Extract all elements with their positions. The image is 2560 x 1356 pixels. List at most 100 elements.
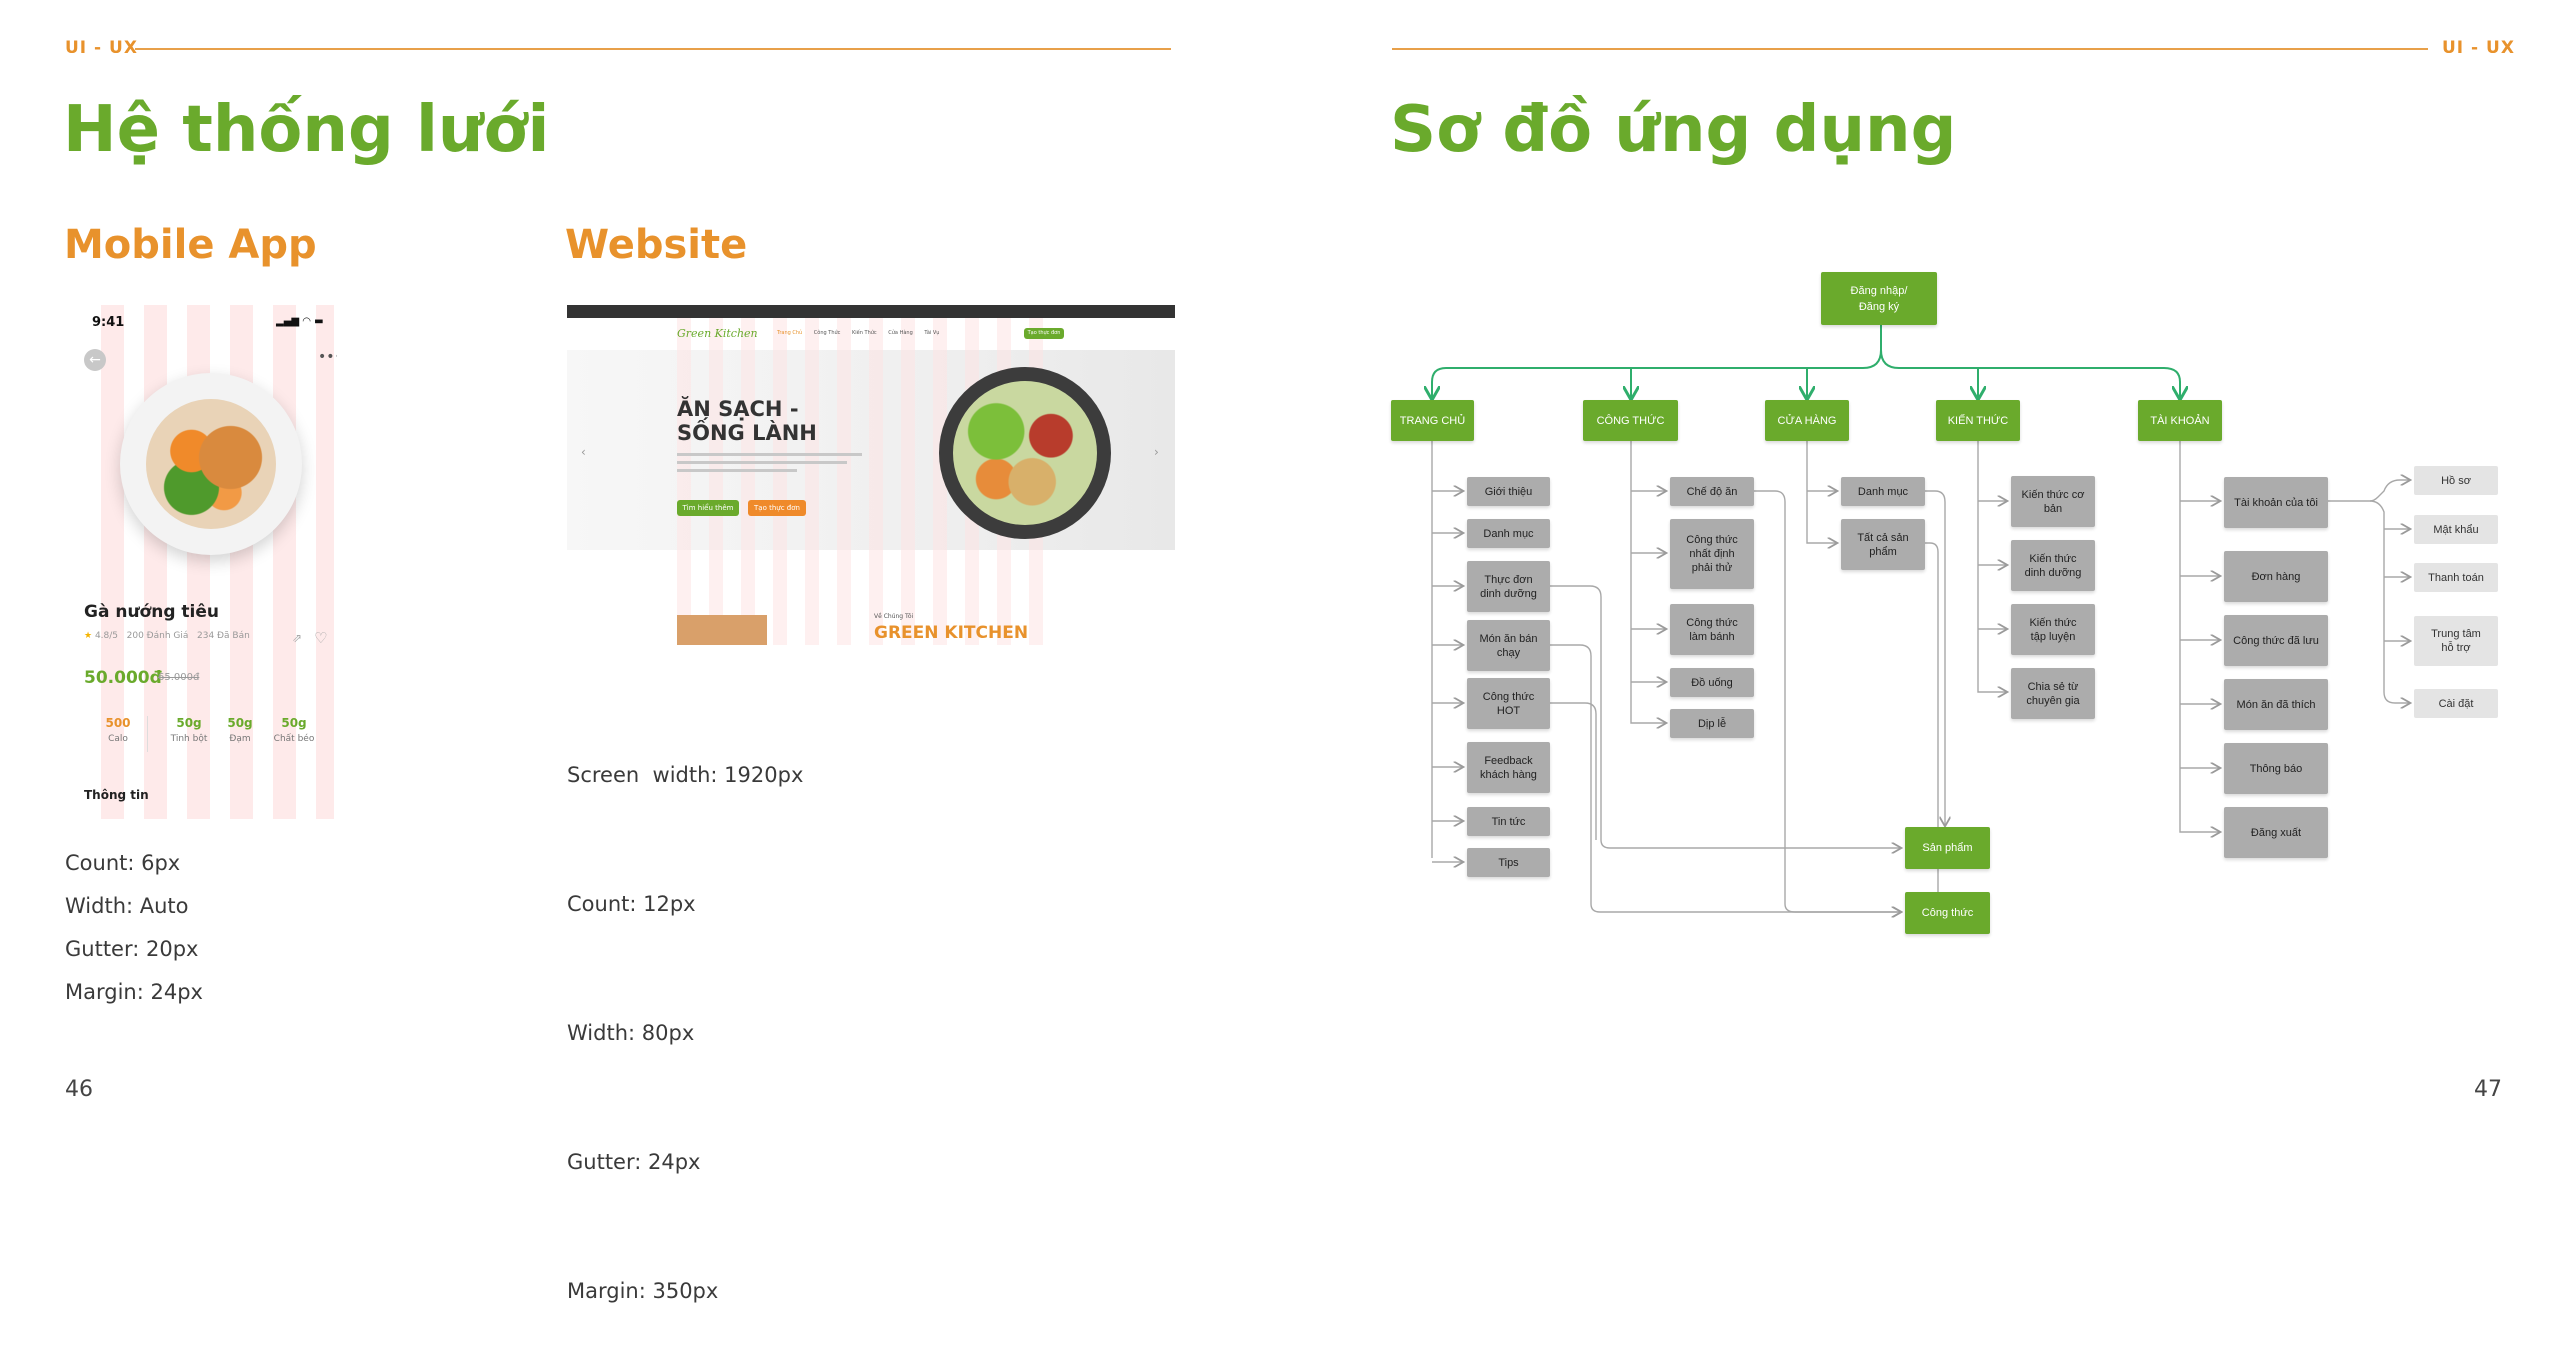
dish-image bbox=[120, 373, 302, 555]
sitemap-node: Đăng xuất bbox=[2224, 807, 2328, 858]
old-price: 65.000đ bbox=[158, 672, 200, 683]
sitemap-node: Danh mục bbox=[1467, 519, 1550, 548]
status-time: 9:41 bbox=[92, 315, 125, 330]
spec-line: Screen width: 1920px bbox=[567, 763, 804, 787]
site-logo[interactable]: Green Kitchen bbox=[677, 327, 758, 340]
nutrition-value: 500 bbox=[105, 716, 131, 730]
sitemap-root-node: Đăng nhập/ Đăng ký bbox=[1821, 272, 1937, 325]
mobile-specs: Count: 6px Width: Auto Gutter: 20px Marg… bbox=[65, 842, 203, 1014]
section-tag: UI - UX bbox=[65, 38, 138, 58]
sitemap-node: Tài khoản của tôi bbox=[2224, 477, 2328, 528]
spec-line: Gutter: 24px bbox=[567, 1150, 701, 1174]
hero-image bbox=[939, 367, 1111, 539]
hero-title-line: SỐNG LÀNH bbox=[677, 421, 817, 445]
back-icon[interactable]: ← bbox=[84, 349, 106, 371]
sitemap-section-trang-chu: TRANG CHỦ bbox=[1391, 400, 1474, 441]
learn-more-button[interactable]: Tìm hiểu thêm bbox=[677, 500, 739, 516]
page-number-left: 46 bbox=[65, 1077, 93, 1102]
sold: 234 Đã Bán bbox=[197, 631, 250, 641]
header-rule bbox=[1392, 48, 2428, 50]
star-icon: ★ bbox=[84, 631, 93, 641]
sitemap-node: Giới thiệu bbox=[1467, 477, 1550, 506]
sitemap-node: Kiến thức tập luyện bbox=[2011, 604, 2095, 655]
sitemap-node: Danh mục bbox=[1841, 477, 1925, 506]
mobile-mockup: 9:41 ▂▄▆ ◠ ▬ ← ••• Gà nướng tiêu ★ 4.8/5… bbox=[82, 305, 337, 819]
page-title: Sơ đồ ứng dụng bbox=[1390, 93, 1957, 167]
sitemap-node: Trung tâm hỗ trợ bbox=[2414, 616, 2498, 666]
heart-icon[interactable]: ♡ bbox=[314, 629, 328, 647]
sitemap-node: Kiến thức cơ bản bbox=[2011, 476, 2095, 527]
sitemap-node: Tất cả sản phẩm bbox=[1841, 519, 1925, 570]
carousel-prev-icon[interactable]: ‹ bbox=[581, 445, 586, 459]
sitemap-node: Chế độ ăn bbox=[1670, 477, 1754, 506]
spec-line: Margin: 24px bbox=[65, 980, 203, 1004]
nav-item[interactable]: Kiến Thức bbox=[852, 330, 877, 336]
sitemap-node: Công thức đã lưu bbox=[2224, 615, 2328, 666]
sitemap-section-cua-hang: CỬA HÀNG bbox=[1765, 400, 1849, 441]
hero-title: ĂN SẠCH - SỐNG LÀNH bbox=[677, 397, 817, 445]
sitemap-target-cong-thuc: Công thức bbox=[1905, 892, 1990, 934]
section-tag: UI - UX bbox=[2442, 38, 2515, 58]
sitemap-connectors bbox=[0, 325, 2560, 1138]
sitemap-section-kien-thuc: KIẾN THỨC bbox=[1936, 400, 2020, 441]
share-icon[interactable]: ⇗ bbox=[292, 631, 303, 645]
more-icon[interactable]: ••• bbox=[318, 349, 337, 365]
reviews: 200 Đánh Giá bbox=[126, 631, 189, 641]
sitemap-node: Feedback khách hàng bbox=[1467, 742, 1550, 793]
status-icons: ▂▄▆ ◠ ▬ bbox=[276, 316, 324, 327]
website-mockup: Green Kitchen Trang Chủ Công Thức Kiến T… bbox=[567, 305, 1175, 645]
nav-create-button[interactable]: Tạo thực đơn bbox=[1024, 328, 1064, 339]
nutrition-label: Đạm bbox=[229, 734, 251, 744]
carousel-next-icon[interactable]: › bbox=[1154, 445, 1159, 459]
sitemap-node: Món ăn bán chạy bbox=[1467, 620, 1550, 671]
sitemap-node: Đơn hàng bbox=[2224, 551, 2328, 602]
sitemap-node: Đồ uống bbox=[1670, 668, 1754, 697]
nav-item[interactable]: Trang Chủ bbox=[777, 330, 803, 336]
nav-item[interactable]: Công Thức bbox=[813, 330, 841, 336]
sitemap-target-san-pham: Sản phẩm bbox=[1905, 827, 1990, 869]
nav-item[interactable]: Tài Vụ bbox=[924, 330, 940, 336]
dish-meta: ★ 4.8/5 200 Đánh Giá 234 Đã Bán bbox=[84, 631, 250, 641]
sitemap-node: Dịp lễ bbox=[1670, 709, 1754, 738]
sitemap-node: Món ăn đã thích bbox=[2224, 679, 2328, 730]
nutrition-value: 50g bbox=[281, 716, 307, 730]
about-image bbox=[677, 615, 767, 645]
sitemap-node: Công thức HOT bbox=[1467, 678, 1550, 729]
page-title: Hệ thống lưới bbox=[63, 93, 550, 167]
website-heading: Website bbox=[565, 222, 748, 268]
sitemap-node: Thông báo bbox=[2224, 743, 2328, 794]
info-tab[interactable]: Thông tin bbox=[84, 788, 149, 802]
sitemap-node: Công thức nhất định phải thử bbox=[1670, 519, 1754, 589]
mobile-heading: Mobile App bbox=[64, 222, 317, 268]
hero-title-line: ĂN SẠCH - bbox=[677, 397, 799, 421]
price: 50.000đ bbox=[84, 668, 162, 688]
sitemap-section-cong-thuc: CÔNG THỨC bbox=[1583, 400, 1678, 441]
rating: 4.8/5 bbox=[94, 631, 119, 641]
nutrition-label: Chất béo bbox=[273, 734, 315, 744]
spec-line: Width: 80px bbox=[567, 1021, 695, 1045]
sitemap-node: Tips bbox=[1467, 848, 1550, 877]
about-label: Về Chúng Tôi bbox=[874, 613, 914, 620]
sitemap-node: Kiến thức dinh dưỡng bbox=[2011, 540, 2095, 591]
nutrition-row: 500 Calo 50g Tinh bột 50g Đạm 50g Chất b… bbox=[84, 710, 329, 760]
create-menu-button[interactable]: Tạo thực đơn bbox=[748, 500, 806, 516]
nutrition-label: Tinh bột bbox=[170, 734, 208, 744]
site-nav: Trang Chủ Công Thức Kiến Thức Cửa Hàng T… bbox=[777, 330, 939, 336]
nutrition-label: Calo bbox=[108, 734, 128, 744]
sitemap-node: Hồ sơ bbox=[2414, 466, 2498, 495]
sitemap-node: Công thức làm bánh bbox=[1670, 604, 1754, 655]
sitemap-node: Chia sẻ từ chuyên gia bbox=[2011, 668, 2095, 719]
nav-item[interactable]: Cửa Hàng bbox=[888, 330, 913, 336]
nutrition-value: 50g bbox=[227, 716, 253, 730]
page-number-right: 47 bbox=[2474, 1077, 2502, 1102]
spec-line: Count: 6px bbox=[65, 851, 181, 875]
about-title: GREEN KITCHEN bbox=[874, 623, 1029, 643]
spec-line: Count: 12px bbox=[567, 892, 696, 916]
sitemap-node: Mật khẩu bbox=[2414, 515, 2498, 544]
sitemap-section-tai-khoan: TÀI KHOẢN bbox=[2138, 400, 2222, 441]
spec-line: Margin: 350px bbox=[567, 1279, 719, 1303]
sitemap-node: Cài đặt bbox=[2414, 689, 2498, 718]
spec-line: Width: Auto bbox=[65, 894, 189, 918]
sitemap-node: Tin tức bbox=[1467, 807, 1550, 836]
sitemap-node: Thanh toán bbox=[2414, 563, 2498, 592]
